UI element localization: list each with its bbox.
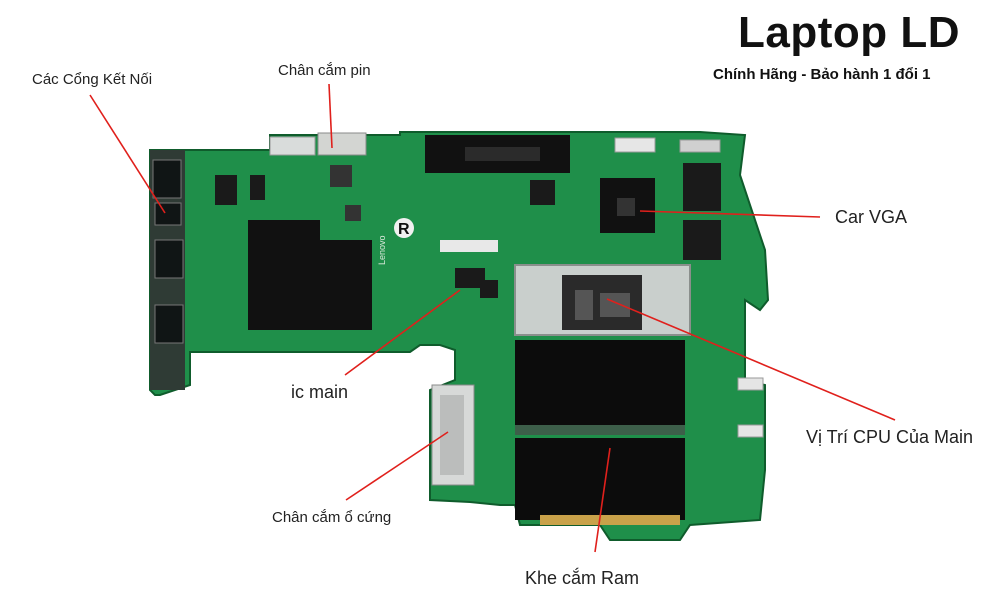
ram-gold-fingers bbox=[540, 515, 680, 525]
usb-port bbox=[154, 239, 184, 279]
callout-ram-slots: Khe cắm Ram bbox=[525, 568, 640, 588]
pch-chip-block bbox=[320, 240, 372, 330]
cpu-die bbox=[575, 290, 593, 320]
callout-hdd-connector: Chân cắm ổ cứng bbox=[272, 509, 392, 526]
side-connector bbox=[737, 377, 764, 391]
vram-chip bbox=[683, 220, 721, 260]
battery-connector bbox=[317, 132, 367, 156]
leader-ports bbox=[89, 94, 166, 214]
usb-port bbox=[154, 304, 184, 344]
leader-ram bbox=[594, 447, 611, 553]
r-mark bbox=[394, 218, 414, 238]
leader-battery bbox=[328, 83, 333, 149]
callout-ports: Các Cổng Kết Nối bbox=[32, 71, 153, 88]
cpu-die bbox=[600, 293, 630, 317]
usb-port bbox=[154, 202, 182, 226]
ram-slot-top bbox=[515, 340, 685, 425]
gpu-die bbox=[617, 198, 635, 216]
usb-port bbox=[152, 159, 182, 199]
top-connector bbox=[269, 136, 316, 156]
callout-ic-main: ic main bbox=[291, 382, 349, 402]
small-ic bbox=[480, 280, 498, 298]
page-title: Laptop LD bbox=[738, 8, 961, 57]
small-ic bbox=[250, 175, 265, 200]
small-ic bbox=[530, 180, 555, 205]
page-subtitle: Chính Hãng - Bảo hành 1 đổi 1 bbox=[713, 66, 931, 83]
vent-grid bbox=[465, 147, 540, 161]
pch-chip bbox=[248, 220, 320, 330]
small-ic bbox=[345, 205, 361, 221]
ram-slot-bottom bbox=[515, 438, 685, 520]
callout-battery-connector: Chân cắm pin bbox=[278, 62, 371, 79]
r-mark-text: R bbox=[398, 221, 410, 238]
callout-cpu: Vị Trí CPU Của Main bbox=[806, 427, 974, 447]
small-ic bbox=[215, 175, 237, 205]
small-ic bbox=[455, 268, 485, 288]
leader-lines bbox=[89, 83, 896, 553]
small-ic bbox=[330, 165, 352, 187]
leader-vga bbox=[639, 210, 821, 218]
leader-cpu bbox=[606, 298, 896, 421]
leader-ic-main bbox=[344, 289, 461, 376]
lenovo-print: Lenovo bbox=[377, 235, 387, 265]
side-connector bbox=[737, 424, 764, 438]
top-connector bbox=[679, 139, 721, 153]
callout-vga: Car VGA bbox=[835, 207, 908, 227]
leader-hdd bbox=[345, 431, 449, 501]
top-connector bbox=[614, 137, 656, 153]
ram-latch bbox=[515, 425, 685, 435]
vram-chip bbox=[683, 163, 721, 211]
white-label bbox=[440, 240, 498, 252]
